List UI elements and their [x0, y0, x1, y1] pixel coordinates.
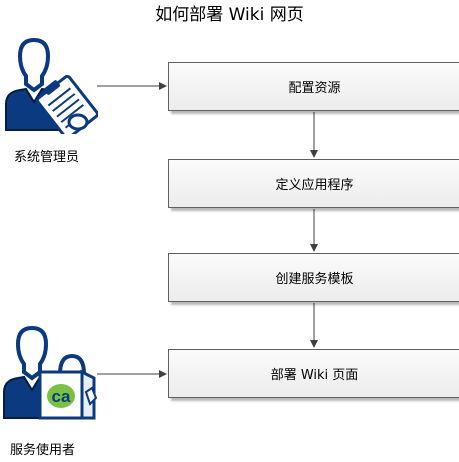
step-create-service-template: 创建服务模板	[168, 253, 459, 302]
user-ca-shopping-bag-icon: ca	[3, 326, 98, 420]
service-user-label: 服务使用者	[10, 443, 76, 458]
diagram-title: 如何部署 Wiki 网页	[155, 5, 304, 25]
ca-logo-text: ca	[52, 387, 71, 406]
step-define-application: 定义应用程序	[168, 159, 459, 208]
step-label: 配置资源	[288, 81, 341, 96]
step-configure-resources: 配置资源	[168, 62, 459, 111]
step-label: 定义应用程序	[275, 178, 354, 193]
step-label: 创建服务模板	[275, 272, 354, 287]
step-deploy-wiki-page: 部署 Wiki 页面	[168, 349, 459, 398]
administrator-clipboard-icon	[5, 38, 98, 134]
administrator-label: 系统管理员	[14, 150, 80, 165]
step-label: 部署 Wiki 页面	[270, 368, 359, 383]
